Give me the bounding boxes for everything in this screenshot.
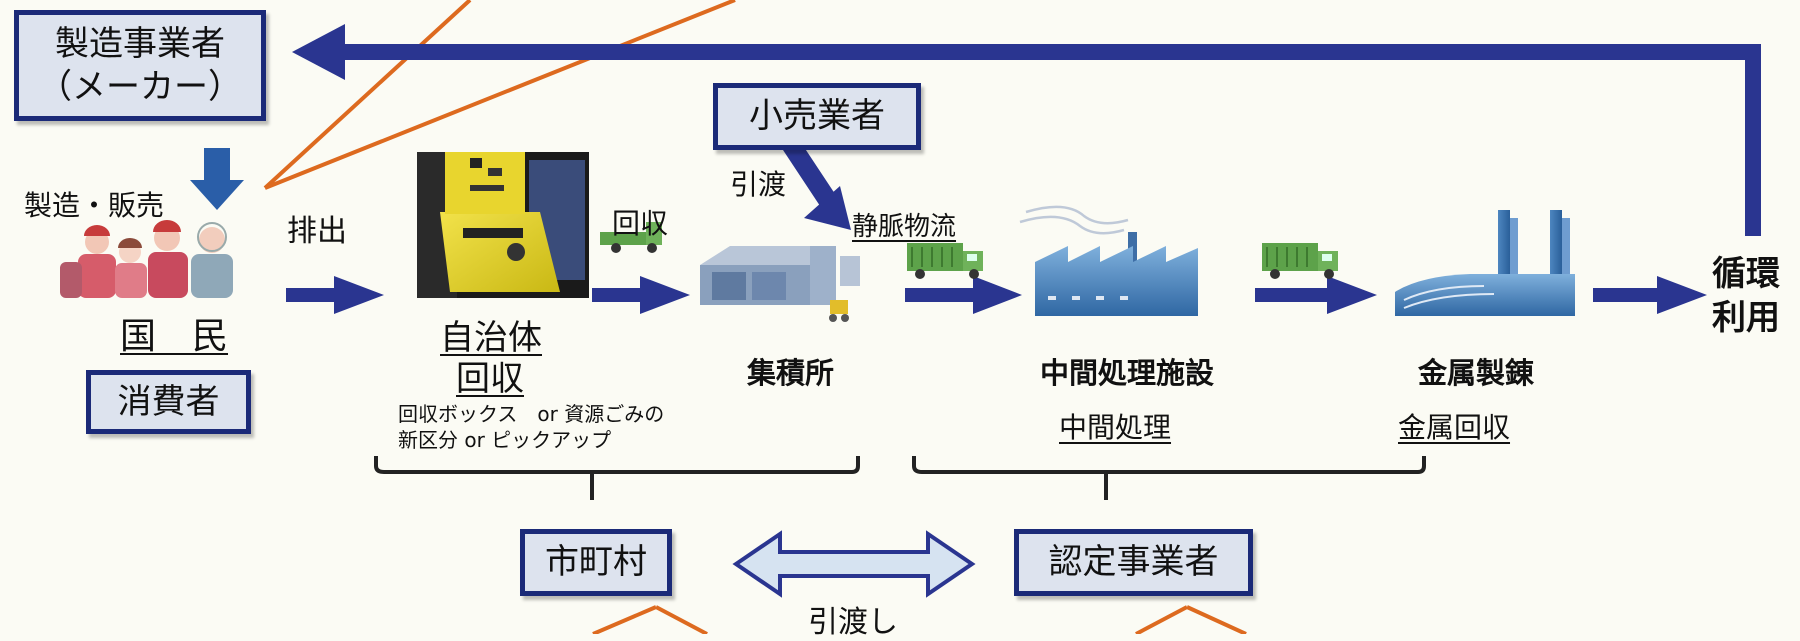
smelter-icon (1395, 210, 1575, 316)
collection-point-label: 集積所 (747, 356, 835, 390)
handover-label: 引渡し (808, 605, 898, 640)
recycle-label: 循環 (1712, 254, 1780, 294)
nation-label: 国 民 (120, 316, 229, 357)
retailer-box: 小売業者 (713, 83, 921, 150)
truck-icon (1262, 243, 1338, 279)
intermediate-processing-label: 中間処理 (1059, 411, 1172, 444)
certified-operator-box: 認定事業者 (1014, 529, 1253, 596)
callout-lines (263, 0, 1247, 634)
maker-label: 製造事業者 (55, 24, 225, 64)
municipality-box: 市町村 (520, 529, 672, 596)
factory-icon (1019, 205, 1198, 316)
brace-certified (912, 456, 1426, 500)
discharge-label: 排出 (287, 214, 347, 249)
collection-box-photo (417, 152, 589, 298)
brace-municipal (374, 456, 860, 500)
venous-logistics-label: 静脈物流 (852, 212, 957, 242)
maker-label-sub: （メーカー） (38, 66, 242, 107)
intermediate-facility-label: 中間処理施設 (1040, 356, 1215, 390)
recycle-return-arrow (292, 24, 1761, 236)
municipal-label: 自治体 (440, 318, 542, 358)
collect-label: 回収 (612, 207, 669, 240)
warehouse-icon (700, 246, 860, 322)
maker-box: 製造事業者 （メーカー） (14, 10, 266, 121)
collection-note-1: 回収ボックス or 資源ごみの (398, 402, 665, 426)
people-icon (60, 220, 233, 298)
manufacture-sale-label: 製造・販売 (24, 189, 165, 222)
truck-icon (600, 222, 662, 253)
flow-arrows (286, 276, 1707, 314)
recycle-use-label: 利用 (1712, 298, 1780, 338)
consumer-box: 消費者 (86, 370, 251, 434)
metal-recovery-label: 金属回収 (1398, 411, 1511, 444)
truck-icon (907, 243, 983, 279)
metal-refining-label: 金属製錬 (1418, 356, 1535, 390)
collection-note-2: 新区分 or ピックアップ (398, 428, 612, 452)
handover-retail-label: 引渡 (730, 168, 787, 201)
arrow-maker-to-consumer (190, 148, 244, 210)
handover-double-arrow (732, 530, 976, 598)
arrow-retailer-to-collection (783, 141, 851, 230)
municipal-collection-label: 回収 (456, 359, 524, 399)
